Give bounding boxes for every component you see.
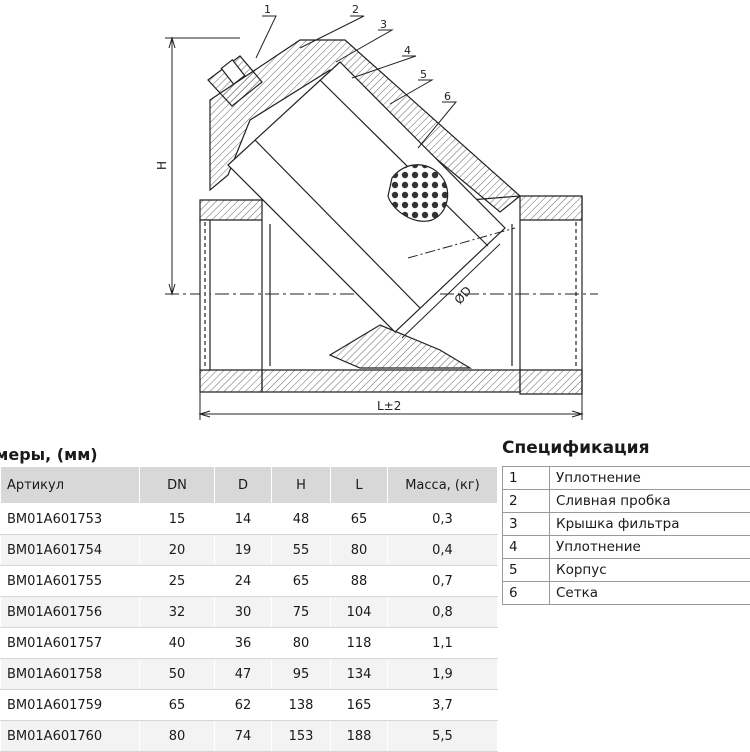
callout-3: 3 [380, 18, 387, 31]
spec-row: 4 Уплотнение [503, 536, 750, 559]
header-h: H [272, 467, 331, 504]
callout-5: 5 [420, 68, 427, 81]
cell-d: 36 [215, 628, 272, 659]
callout-4: 4 [404, 44, 411, 57]
cell-mass: 0,7 [388, 566, 498, 597]
cell-dn: 25 [140, 566, 215, 597]
table-row: BM01A601756 32 30 75 104 0,8 [1, 597, 498, 628]
cell-mass: 3,7 [388, 690, 498, 721]
spec-row: 1 Уплотнение [503, 467, 750, 490]
table-row: BM01A601754 20 19 55 80 0,4 [1, 535, 498, 566]
spec-number: 2 [503, 490, 550, 513]
table-row: BM01A601760 80 74 153 188 5,5 [1, 721, 498, 752]
cell-d: 19 [215, 535, 272, 566]
specification-table: 1 Уплотнение 2 Сливная пробка 3 Крышка ф… [502, 466, 750, 605]
cell-article: BM01A601757 [1, 628, 140, 659]
header-l: L [331, 467, 388, 504]
cell-mass: 0,3 [388, 504, 498, 535]
spec-number: 1 [503, 467, 550, 490]
spec-part: Сетка [550, 582, 750, 605]
cell-l: 188 [331, 721, 388, 752]
cell-l: 80 [331, 535, 388, 566]
cell-h: 80 [272, 628, 331, 659]
table-row: BM01A601759 65 62 138 165 3,7 [1, 690, 498, 721]
cell-article: BM01A601756 [1, 597, 140, 628]
cell-d: 47 [215, 659, 272, 690]
callout-1: 1 [264, 3, 271, 16]
header-d: D [215, 467, 272, 504]
cell-d: 24 [215, 566, 272, 597]
cell-h: 138 [272, 690, 331, 721]
header-article: Артикул [1, 467, 140, 504]
cell-d: 62 [215, 690, 272, 721]
dimensions-title: змеры, (мм) [0, 445, 98, 464]
cell-article: BM01A601759 [1, 690, 140, 721]
spec-row: 2 Сливная пробка [503, 490, 750, 513]
cell-h: 95 [272, 659, 331, 690]
spec-row: 3 Крышка фильтра [503, 513, 750, 536]
table-row: BM01A601757 40 36 80 118 1,1 [1, 628, 498, 659]
cell-h: 55 [272, 535, 331, 566]
cell-mass: 1,9 [388, 659, 498, 690]
cell-dn: 15 [140, 504, 215, 535]
cell-h: 48 [272, 504, 331, 535]
strainer-cross-section: H [0, 0, 750, 440]
cell-l: 118 [331, 628, 388, 659]
callout-2: 2 [352, 3, 359, 16]
cell-article: BM01A601760 [1, 721, 140, 752]
specification-title: Спецификация [502, 438, 649, 458]
spec-number: 6 [503, 582, 550, 605]
spec-row: 6 Сетка [503, 582, 750, 605]
cell-l: 65 [331, 504, 388, 535]
length-label: L±2 [377, 399, 401, 413]
cell-article: BM01A601758 [1, 659, 140, 690]
table-row: BM01A601758 50 47 95 134 1,9 [1, 659, 498, 690]
cell-article: BM01A601753 [1, 504, 140, 535]
cell-h: 75 [272, 597, 331, 628]
cell-mass: 0,8 [388, 597, 498, 628]
spec-number: 4 [503, 536, 550, 559]
cell-article: BM01A601754 [1, 535, 140, 566]
spec-number: 3 [503, 513, 550, 536]
cell-d: 14 [215, 504, 272, 535]
strainer-drawing: H [0, 0, 750, 440]
cell-dn: 40 [140, 628, 215, 659]
header-mass: Масса, (кг) [388, 467, 498, 504]
cell-h: 153 [272, 721, 331, 752]
cell-l: 165 [331, 690, 388, 721]
dimensions-header-row: Артикул DN D H L Масса, (кг) [1, 467, 498, 504]
cell-dn: 80 [140, 721, 215, 752]
spec-part: Уплотнение [550, 536, 750, 559]
cell-dn: 65 [140, 690, 215, 721]
cell-dn: 32 [140, 597, 215, 628]
header-dn: DN [140, 467, 215, 504]
cell-mass: 0,4 [388, 535, 498, 566]
table-row: BM01A601753 15 14 48 65 0,3 [1, 504, 498, 535]
cell-mass: 1,1 [388, 628, 498, 659]
cell-dn: 50 [140, 659, 215, 690]
dimensions-table: Артикул DN D H L Масса, (кг) BM01A601753… [0, 466, 498, 752]
spec-number: 5 [503, 559, 550, 582]
cell-d: 74 [215, 721, 272, 752]
cell-h: 65 [272, 566, 331, 597]
cell-article: BM01A601755 [1, 566, 140, 597]
spec-part: Сливная пробка [550, 490, 750, 513]
spec-part: Корпус [550, 559, 750, 582]
spec-part: Крышка фильтра [550, 513, 750, 536]
cell-l: 88 [331, 566, 388, 597]
cell-d: 30 [215, 597, 272, 628]
table-row: BM01A601755 25 24 65 88 0,7 [1, 566, 498, 597]
cell-dn: 20 [140, 535, 215, 566]
callout-6: 6 [444, 90, 451, 103]
spec-row: 5 Корпус [503, 559, 750, 582]
cell-l: 104 [331, 597, 388, 628]
cell-l: 134 [331, 659, 388, 690]
spec-part: Уплотнение [550, 467, 750, 490]
height-label: H [155, 161, 169, 170]
cell-mass: 5,5 [388, 721, 498, 752]
